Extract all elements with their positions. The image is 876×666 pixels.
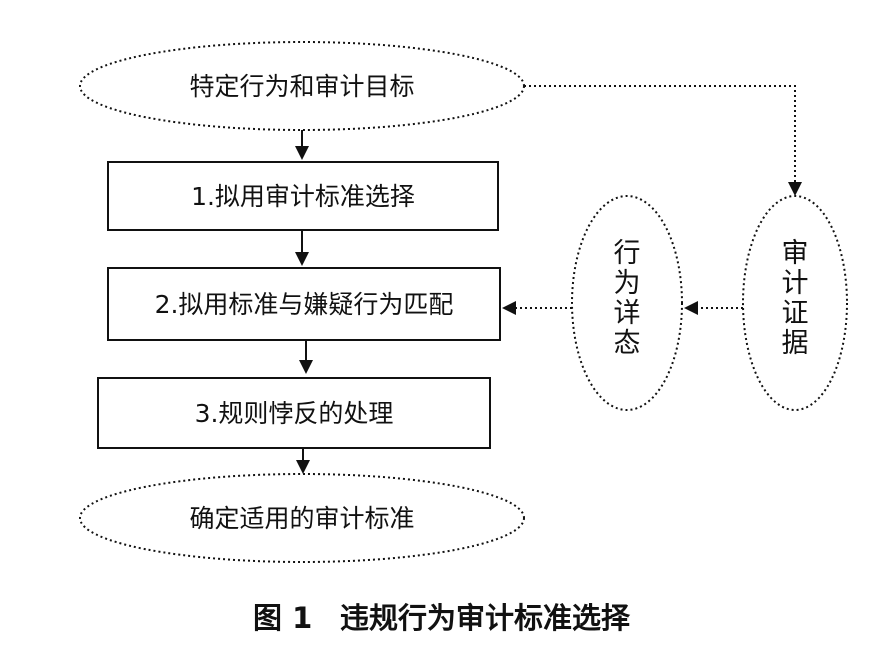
step1-label: 1.拟用审计标准选择 bbox=[191, 182, 415, 211]
step1-box: 1.拟用审计标准选择 bbox=[107, 161, 499, 231]
audit-evidence-char-3: 证 bbox=[782, 298, 809, 329]
start-node-label: 特定行为和审计目标 bbox=[189, 72, 414, 101]
arrow-step1-to-step2 bbox=[295, 230, 309, 266]
arrow-start-to-evidence bbox=[524, 85, 802, 196]
audit-evidence-node: 审 计 证 据 bbox=[742, 195, 848, 411]
step3-box: 3.规则悖反的处理 bbox=[97, 377, 491, 449]
end-node: 确定适用的审计标准 bbox=[79, 473, 525, 563]
arrow-behavior-to-step2 bbox=[502, 301, 572, 315]
step3-label: 3.规则悖反的处理 bbox=[195, 399, 394, 428]
arrow-step3-to-end bbox=[296, 448, 310, 474]
behavior-detail-node: 行 为 详 态 bbox=[571, 195, 683, 411]
behavior-detail-char-2: 为 bbox=[614, 268, 641, 299]
figure-caption: 图 1 违规行为审计标准选择 bbox=[253, 601, 631, 635]
arrow-step2-to-step3 bbox=[299, 340, 313, 374]
audit-evidence-char-2: 计 bbox=[782, 268, 809, 299]
behavior-detail-char-1: 行 bbox=[614, 238, 641, 269]
behavior-detail-char-3: 详 bbox=[614, 298, 641, 329]
step2-label: 2.拟用标准与嫌疑行为匹配 bbox=[155, 290, 454, 319]
arrow-evidence-to-behavior bbox=[684, 301, 743, 315]
end-node-label: 确定适用的审计标准 bbox=[189, 504, 414, 533]
behavior-detail-char-4: 态 bbox=[614, 328, 641, 359]
arrow-start-to-step1 bbox=[295, 130, 309, 160]
figure-title: 违规行为审计标准选择 bbox=[340, 601, 631, 635]
start-node: 特定行为和审计目标 bbox=[79, 41, 525, 131]
audit-evidence-char-1: 审 bbox=[782, 238, 809, 269]
figure-number: 图 1 bbox=[253, 601, 312, 635]
step2-box: 2.拟用标准与嫌疑行为匹配 bbox=[107, 267, 501, 341]
audit-evidence-char-4: 据 bbox=[782, 328, 809, 359]
